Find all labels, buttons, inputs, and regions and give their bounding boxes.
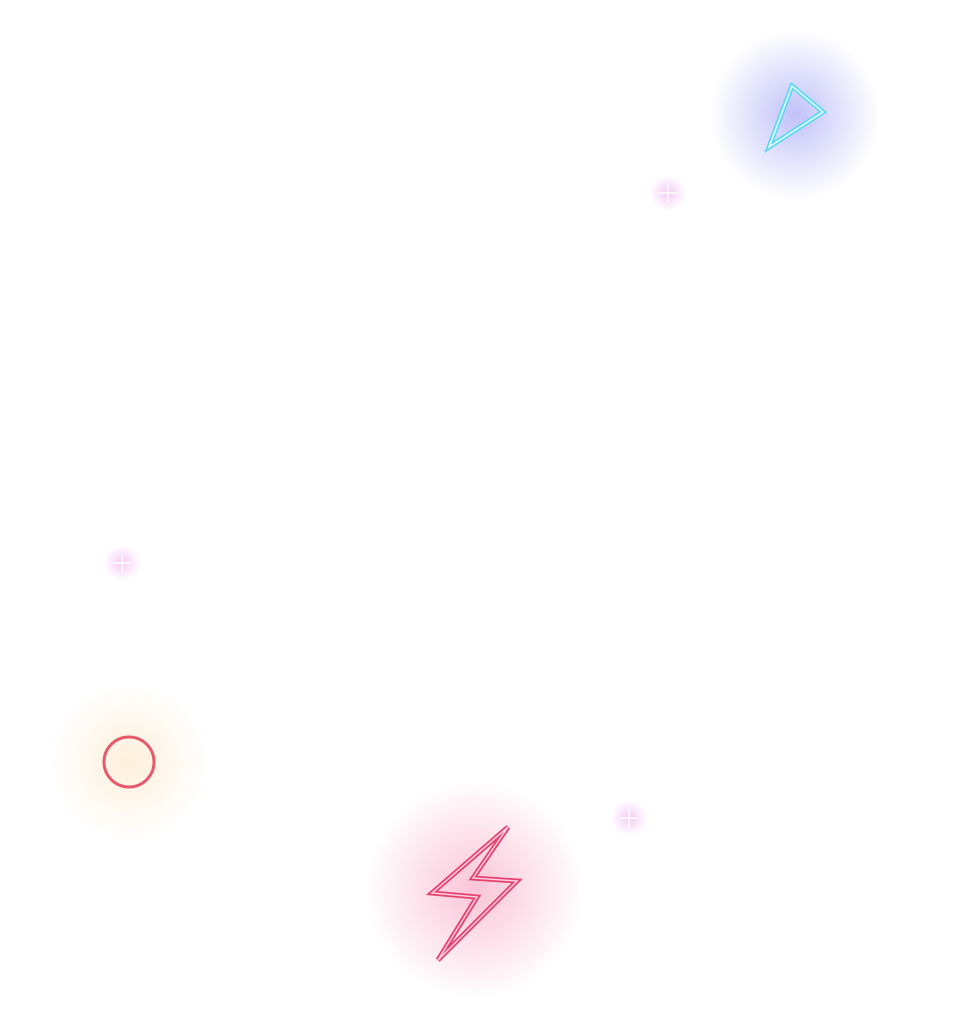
circle-icon xyxy=(49,682,209,842)
sparkle-icon xyxy=(611,800,647,836)
sparkle-icon xyxy=(104,545,140,581)
sparkle-icon xyxy=(650,175,686,211)
lightning-bolt-icon xyxy=(365,780,585,1000)
triangle-icon xyxy=(710,30,880,200)
